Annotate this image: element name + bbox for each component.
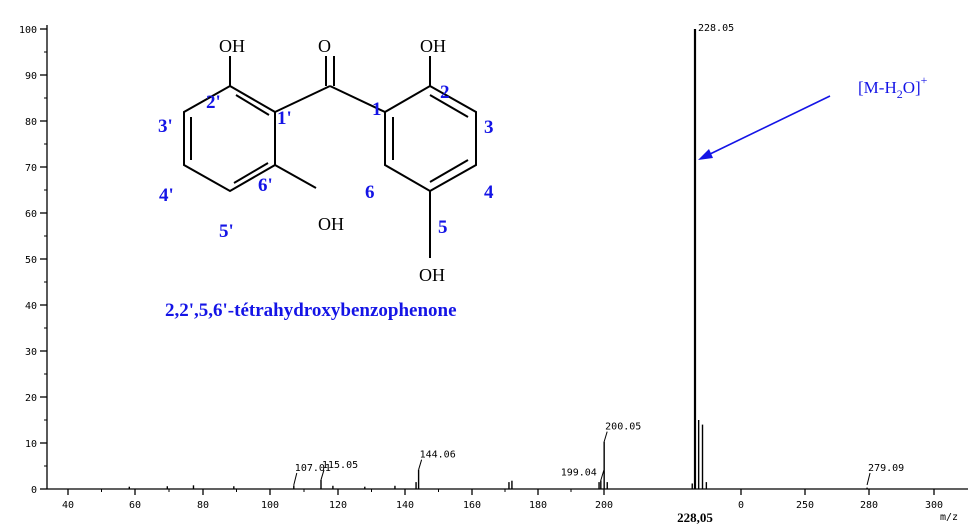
y-tick-label: 70 — [25, 163, 37, 174]
x-tick-label: 120 — [329, 500, 347, 511]
ring-b-double-bond — [235, 94, 270, 116]
position-number: 5 — [438, 217, 448, 238]
position-number: 1' — [277, 108, 292, 129]
ion-annotation: [M-H2O]+ — [858, 73, 928, 101]
x-tick-label: 80 — [197, 500, 209, 511]
y-tick-label: 100 — [19, 25, 37, 36]
x-axis-label: m/z — [940, 512, 958, 523]
x-tick-label: 40 — [62, 500, 74, 511]
peak-label-leader — [320, 469, 325, 480]
peak-label-leader — [293, 472, 298, 486]
ion-annotation-main: [M-H — [858, 78, 897, 97]
x-tick-label: 200 — [595, 500, 613, 511]
base-peak-label: 228.05 — [698, 23, 734, 34]
peak-label: 279.09 — [868, 463, 904, 474]
hydroxyl-label: OH — [419, 265, 445, 285]
ring-a — [384, 84, 477, 193]
atom-labels: OH O OH OH OH — [219, 36, 446, 285]
x-tick-label: 180 — [529, 500, 547, 511]
hydroxyl-label: OH — [318, 214, 344, 234]
spectrum-peaks — [128, 29, 868, 489]
x-tick-label: 300 — [925, 500, 943, 511]
y-tick-label: 30 — [25, 347, 37, 358]
position-number: 1 — [372, 99, 382, 120]
x-tick-label: 0 — [738, 500, 744, 511]
oh-bond-6prime — [274, 164, 317, 189]
peak-label-leader — [418, 459, 423, 470]
ion-annotation-arrow-shaft — [707, 95, 831, 156]
position-number: 4 — [484, 182, 494, 203]
chemical-structure — [183, 56, 477, 258]
peak-label-leader — [866, 472, 871, 486]
peak-label-leader — [603, 431, 608, 442]
peak-label: 107.01 — [295, 463, 331, 474]
peak-label: 144.06 — [420, 450, 456, 461]
ion-annotation-end: O] — [903, 78, 921, 97]
x-tick-label: 140 — [396, 500, 414, 511]
position-number: 3' — [158, 116, 173, 137]
hydroxyl-label: OH — [219, 36, 245, 56]
position-number: 4' — [159, 185, 174, 206]
compound-name: 2,2',5,6'-tétrahydroxybenzophenone — [165, 300, 457, 321]
y-tick-label: 40 — [25, 301, 37, 312]
ring-b-double-bond — [233, 162, 269, 184]
ring-numbering: 2' 1' 3' 4' 6' 5' 1 2 3 4 5 6 — [158, 82, 494, 242]
x-tick-label: 60 — [129, 500, 141, 511]
ion-annotation-superscript: + — [921, 73, 928, 87]
x-tick-label: 100 — [261, 500, 279, 511]
y-tick-label: 50 — [25, 255, 37, 266]
x-tick-label: 250 — [796, 500, 814, 511]
position-number: 6' — [258, 175, 273, 196]
peak-label-leader — [600, 470, 605, 481]
hydroxyl-label: OH — [420, 36, 446, 56]
position-number: 2' — [206, 92, 221, 113]
ring-a-double-bond — [429, 94, 469, 118]
position-number: 5' — [219, 221, 234, 242]
base-peak-mz-label: 228,05 — [677, 510, 713, 525]
y-tick-label: 80 — [25, 117, 37, 128]
bridge-bond-left — [274, 85, 331, 113]
y-axis: 0 10 20 30 40 50 60 70 80 90 100 — [19, 25, 48, 496]
x-tick-label: 280 — [860, 500, 878, 511]
x-axis: 40 60 80 100 120 140 160 180 200 0 250 280 300 — [47, 488, 968, 511]
peak-label: 115.05 — [322, 460, 358, 471]
bridge-bond-right — [329, 85, 386, 113]
peak-label: 199.04 — [561, 467, 597, 478]
position-number: 2 — [440, 82, 450, 103]
position-number: 6 — [365, 182, 375, 203]
y-tick-label: 90 — [25, 71, 37, 82]
peak-label: 200.05 — [605, 422, 641, 433]
y-tick-label: 10 — [25, 439, 37, 450]
ion-annotation-subscript: 2 — [897, 87, 903, 101]
carbonyl-oxygen-label: O — [318, 36, 331, 56]
y-tick-label: 60 — [25, 209, 37, 220]
y-tick-label: 20 — [25, 393, 37, 404]
ring-a-double-bond — [429, 159, 469, 183]
x-tick-label: 160 — [463, 500, 481, 511]
y-tick-label: 0 — [31, 485, 37, 496]
position-number: 3 — [484, 117, 494, 138]
ion-annotation-arrowhead — [698, 149, 713, 160]
